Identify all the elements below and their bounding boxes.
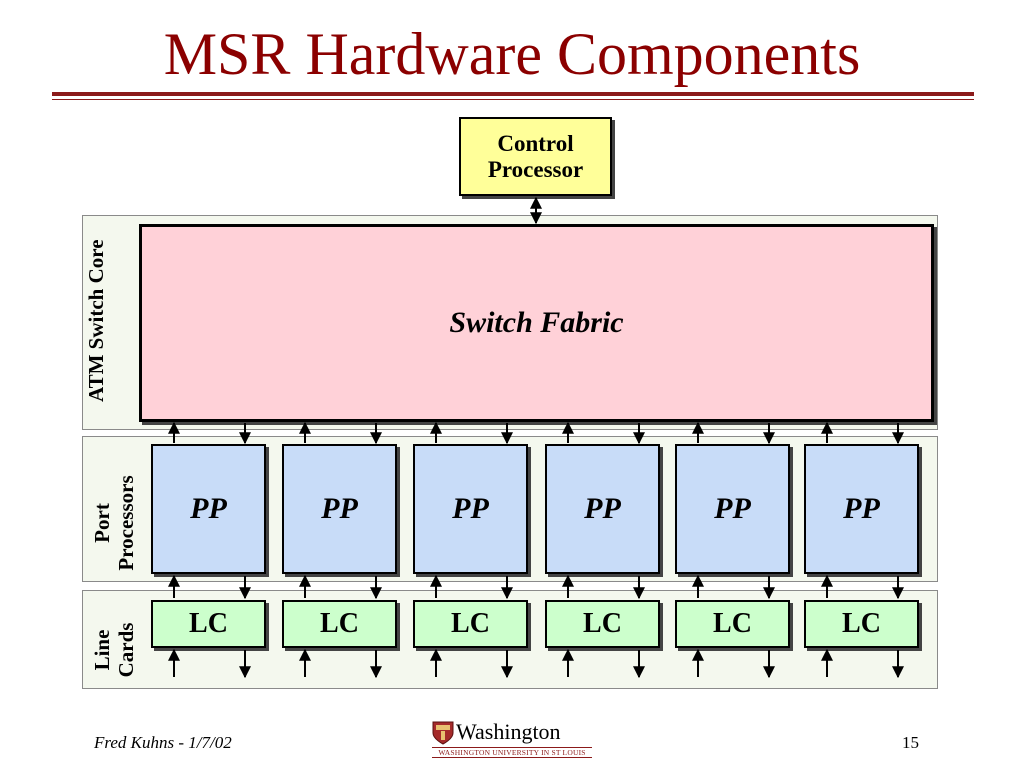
line-card-box: LC [151, 600, 266, 648]
control-processor-line2: Processor [487, 156, 584, 182]
university-shield-icon [432, 721, 454, 745]
switch-fabric-box: Switch Fabric [139, 224, 934, 422]
port-processor-box: PP [151, 444, 266, 574]
logo-wordmark: Washington [456, 719, 561, 744]
line-card-box: LC [413, 600, 528, 648]
port-processor-box: PP [413, 444, 528, 574]
line-card-box: LC [282, 600, 397, 648]
logo-subtitle: WASHINGTON UNIVERSITY IN ST LOUIS [432, 747, 592, 758]
control-processor-box: Control Processor [459, 117, 612, 196]
title-rule-thin [52, 99, 974, 100]
university-logo: Washington WASHINGTON UNIVERSITY IN ST L… [430, 719, 594, 761]
line-card-box: LC [675, 600, 790, 648]
line-card-box: LC [804, 600, 919, 648]
title-rule-thick [52, 92, 974, 96]
port-processor-box: PP [675, 444, 790, 574]
control-processor-line1: Control [497, 130, 574, 156]
slide-title: MSR Hardware Components [163, 21, 861, 87]
port-processor-box: PP [282, 444, 397, 574]
line-card-box: LC [545, 600, 660, 648]
port-processor-box: PP [545, 444, 660, 574]
footer-author: Fred Kuhns - 1/7/02 [94, 733, 232, 752]
page-number: 15 [902, 733, 919, 752]
port-processor-box: PP [804, 444, 919, 574]
